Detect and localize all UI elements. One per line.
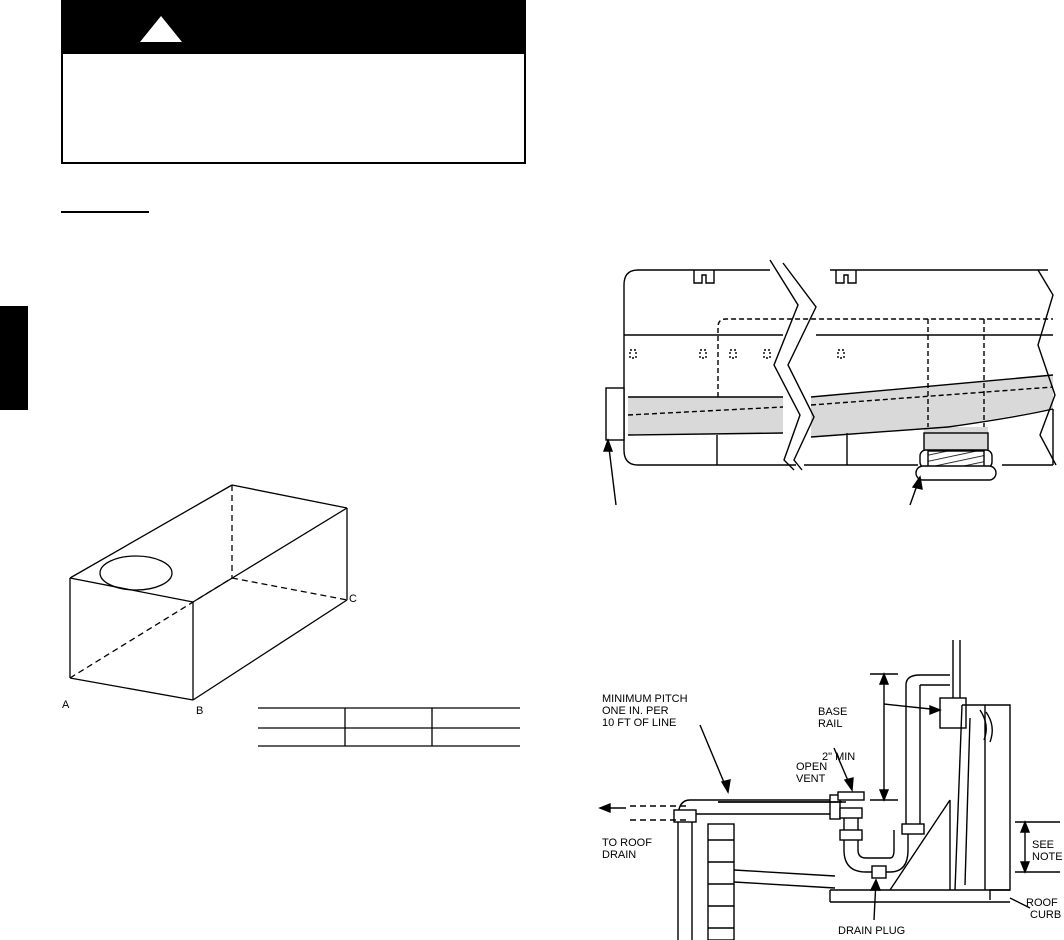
roof-curb-label-1: ROOF: [1026, 897, 1058, 909]
base-rail-label-2: RAIL: [818, 718, 842, 730]
warning-box: [61, 0, 526, 164]
corner-label-c: C: [349, 593, 357, 605]
see-note-label-2: NOTE: [1032, 851, 1063, 863]
open-vent-label-2: VENT: [796, 773, 826, 785]
pitch-label-3: 10 FT OF LINE: [602, 717, 676, 729]
drain-piping-figure: MINIMUM PITCH ONE IN. PER 10 FT OF LINE …: [598, 640, 1063, 940]
warning-triangle-icon: [140, 16, 182, 42]
pitch-label-2: ONE IN. PER: [602, 705, 669, 717]
roof-curb-label-2: CURB: [1030, 909, 1061, 921]
roof-drain-label-1: TO ROOF: [602, 837, 652, 849]
condensate-pan-figure: [603, 259, 1057, 506]
corner-label-a: A: [62, 699, 70, 711]
warning-header: [63, 2, 524, 54]
roof-drain-label-2: DRAIN: [602, 849, 636, 861]
min-height-label: 2" MIN: [822, 751, 855, 763]
section-side-tab: [0, 306, 28, 410]
duct-box-figure: A B C: [62, 484, 357, 717]
section-underline: [61, 211, 149, 213]
corner-label-b: B: [196, 705, 203, 717]
drain-plug-label: DRAIN PLUG: [838, 925, 905, 937]
base-rail-label-1: BASE: [818, 706, 847, 718]
dimension-table: [258, 707, 520, 747]
duct-opening: [99, 555, 173, 591]
see-note-label-1: SEE: [1032, 839, 1054, 851]
pitch-label-1: MINIMUM PITCH: [602, 693, 688, 705]
open-vent-label-1: OPEN: [796, 761, 827, 773]
